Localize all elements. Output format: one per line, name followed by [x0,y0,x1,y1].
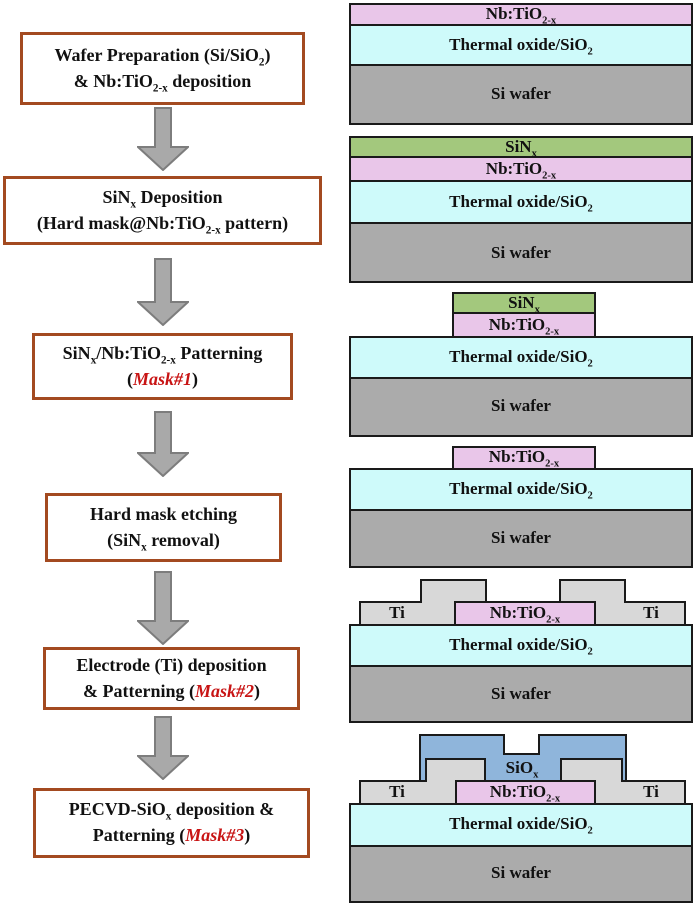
siox-layer [419,734,627,782]
step-text-post: ) [192,368,198,389]
step-text-line2: (Hard mask@Nb:TiO2-x pattern) [6,211,319,237]
step-text-line1: PECVD-SiOx deposition & [68,799,275,824]
layer-label-ti-right: Ti [643,603,659,622]
step-box-sin-nbtio-patterning: SiNx/Nb:TiO2-x Patterning (Mask#1) [32,333,293,400]
layer-label-si: Si wafer [491,396,551,415]
oxide-layer [349,803,693,847]
oxide-layer [349,180,693,224]
step-text-pre: (Hard mask@Nb:TiO2-x pattern) [36,212,289,237]
step-text-line1: SiNx Deposition [102,186,223,211]
step-text-line1: Hard mask etching [89,503,237,524]
layer-label-oxide: Thermal oxide/SiO2 [449,347,593,370]
diagram-6-siox-passivation: SiOx Ti Nb:TiO2-x Ti Thermal oxide/SiO2 … [349,731,693,903]
layer-label-si: Si wafer [491,84,551,103]
layer-label-sin: SiNx [505,137,537,160]
step-text-pre: & Patterning ( [83,680,195,701]
step-box-electrode-deposition: Electrode (Ti) deposition & Patterning (… [43,647,300,710]
step-text-pre: (SiNx removal) [107,529,220,554]
flow-arrow-2 [137,258,189,326]
layer-label-nbtio: Nb:TiO2-x [488,315,560,338]
step-box-wafer-preparation: Wafer Preparation (Si/SiO2) & Nb:TiO2-x … [20,32,305,105]
si-wafer-layer [349,64,693,125]
mask-label: Mask#3 [185,825,245,845]
step-text-post: ) [254,680,260,701]
flow-arrow-1 [137,107,189,171]
layer-label-siox: SiOx [505,758,539,781]
ti-electrode-left [359,579,487,626]
layer-label-oxide: Thermal oxide/SiO2 [449,192,593,215]
oxide-layer [349,468,693,511]
step-text-line2: Patterning (Mask#3) [36,823,307,849]
oxide-layer [349,24,693,66]
mask-label: Mask#2 [194,680,254,701]
ti-electrode-right [559,579,686,626]
layer-label-oxide: Thermal oxide/SiO2 [449,479,593,502]
layer-label-nbtio: Nb:TiO2-x [485,159,557,182]
layer-label-sin: SiNx [508,293,540,316]
step-text-line1: Electrode (Ti) deposition [76,654,267,675]
si-wafer-layer [349,222,693,283]
step-text-line1: Wafer Preparation (Si/SiO2) [54,44,271,69]
step-text-post: ) [244,825,251,845]
layer-label-si: Si wafer [491,684,551,703]
layer-label-ti-left: Ti [389,782,405,801]
layer-label-si: Si wafer [491,243,551,262]
layer-label-nbtio: Nb:TiO2-x [489,603,561,626]
layer-label-nbtio: Nb:TiO2-x [488,447,560,470]
flow-arrow-4 [137,571,189,645]
layer-label-oxide: Thermal oxide/SiO2 [449,635,593,658]
down-arrow-icon [137,411,189,477]
layer-label-si: Si wafer [491,528,551,547]
step-box-pecvd-siox: PECVD-SiOx deposition & Patterning (Mask… [33,788,310,858]
diagram-2-sin-deposited: SiNx Nb:TiO2-x Thermal oxide/SiO2 Si waf… [349,136,693,283]
down-arrow-icon [137,107,189,171]
step-text-line2: & Patterning (Mask#2) [46,679,297,705]
diagram-5-ti-electrodes: Ti Nb:TiO2-x Ti Thermal oxide/SiO2 Si wa… [349,578,693,723]
si-wafer-layer [349,377,693,437]
step-text-pre: Patterning ( [92,825,186,845]
diagram-4-mask-removed: Nb:TiO2-x Thermal oxide/SiO2 Si wafer [349,446,693,568]
step-text-line2: (SiNx removal) [48,528,279,554]
flow-arrow-3 [137,411,189,477]
flow-arrow-5 [137,716,189,780]
step-box-sin-deposition: SiNx Deposition (Hard mask@Nb:TiO2-x pat… [3,176,322,245]
layer-label-ti-right: Ti [643,782,659,801]
nbtio-mesa [452,446,596,470]
layer-label-si: Si wafer [491,863,551,882]
layer-label-ti-left: Ti [389,603,405,622]
diagram-1-wafer-stack: Nb:TiO2-x Thermal oxide/SiO2 Si wafer [349,3,693,125]
down-arrow-icon [137,571,189,645]
step-text-line2: & Nb:TiO2-x deposition [23,69,302,95]
si-wafer-layer [349,845,693,903]
oxide-layer [349,336,693,379]
down-arrow-icon [137,716,189,780]
step-text-pre: & Nb:TiO2-x deposition [73,70,252,95]
layer-label-nbtio: Nb:TiO2-x [489,782,561,805]
down-arrow-icon [137,258,189,326]
step-text-pre: ( [126,368,133,389]
layer-label-oxide: Thermal oxide/SiO2 [449,814,593,837]
step-text-line2: (Mask#1) [35,367,290,393]
step-box-hard-mask-etching: Hard mask etching (SiNx removal) [45,493,282,562]
step-text-line1: SiNx/Nb:TiO2-x Patterning [62,342,263,367]
diagram-3-patterned-mesa: SiNx Nb:TiO2-x Thermal oxide/SiO2 Si waf… [349,292,693,437]
si-wafer-layer [349,665,693,723]
sin-mesa [452,292,596,314]
nbtio-mesa [452,312,596,338]
layer-label-nbtio: Nb:TiO2-x [485,4,557,27]
nbtio-layer [349,156,693,182]
layer-label-oxide: Thermal oxide/SiO2 [449,35,593,58]
si-wafer-layer [349,509,693,568]
mask-label: Mask#1 [132,368,192,389]
